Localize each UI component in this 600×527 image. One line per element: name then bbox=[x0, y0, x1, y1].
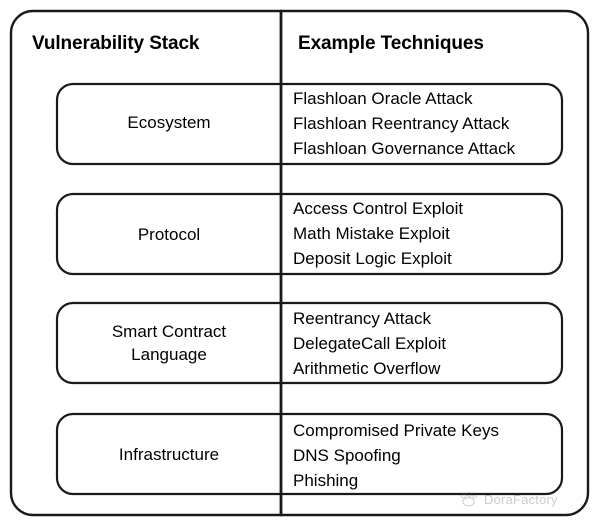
technique-item: Reentrancy Attack bbox=[293, 309, 431, 328]
column-header-vulnerability-stack: Vulnerability Stack bbox=[32, 33, 200, 54]
column-header-example-techniques: Example Techniques bbox=[298, 33, 484, 54]
watermark: DoraFactory bbox=[459, 492, 558, 507]
technique-item: Flashloan Oracle Attack bbox=[293, 89, 473, 108]
technique-list-infrastructure: Compromised Private Keys DNS Spoofing Ph… bbox=[293, 418, 561, 493]
technique-item: Deposit Logic Exploit bbox=[293, 249, 452, 268]
row-box-infrastructure bbox=[55, 412, 564, 496]
row-box-protocol bbox=[55, 192, 564, 276]
stack-label-protocol: Protocol bbox=[137, 225, 201, 244]
technique-item: Phishing bbox=[293, 471, 359, 490]
stack-label-smart-contract-language: Smart Contract Language bbox=[111, 322, 227, 364]
technique-item: Flashloan Governance Attack bbox=[293, 139, 516, 158]
technique-item: Math Mistake Exploit bbox=[293, 224, 450, 243]
technique-item: Access Control Exploit bbox=[293, 199, 464, 218]
technique-list-ecosystem: Flashloan Oracle Attack Flashloan Reentr… bbox=[293, 86, 561, 161]
technique-item: DelegateCall Exploit bbox=[293, 334, 447, 353]
row-box-ecosystem bbox=[55, 82, 564, 166]
technique-item: Arithmetic Overflow bbox=[293, 359, 441, 378]
dora-paw-logo-icon bbox=[460, 492, 477, 507]
watermark-text: DoraFactory bbox=[484, 492, 558, 507]
row-box-smart-contract-language bbox=[55, 301, 564, 385]
technique-list-smart-contract-language: Reentrancy Attack DelegateCall Exploit A… bbox=[293, 306, 561, 381]
stack-label-ecosystem: Ecosystem bbox=[127, 113, 211, 132]
technique-item: Compromised Private Keys bbox=[293, 421, 499, 440]
technique-item: Flashloan Reentrancy Attack bbox=[293, 114, 510, 133]
stack-label-infrastructure: Infrastructure bbox=[118, 445, 220, 464]
outer-box-left-column bbox=[9, 9, 283, 517]
outer-box-right-column bbox=[279, 9, 590, 517]
technique-item: DNS Spoofing bbox=[293, 446, 401, 465]
technique-list-protocol: Access Control Exploit Math Mistake Expl… bbox=[293, 196, 561, 271]
